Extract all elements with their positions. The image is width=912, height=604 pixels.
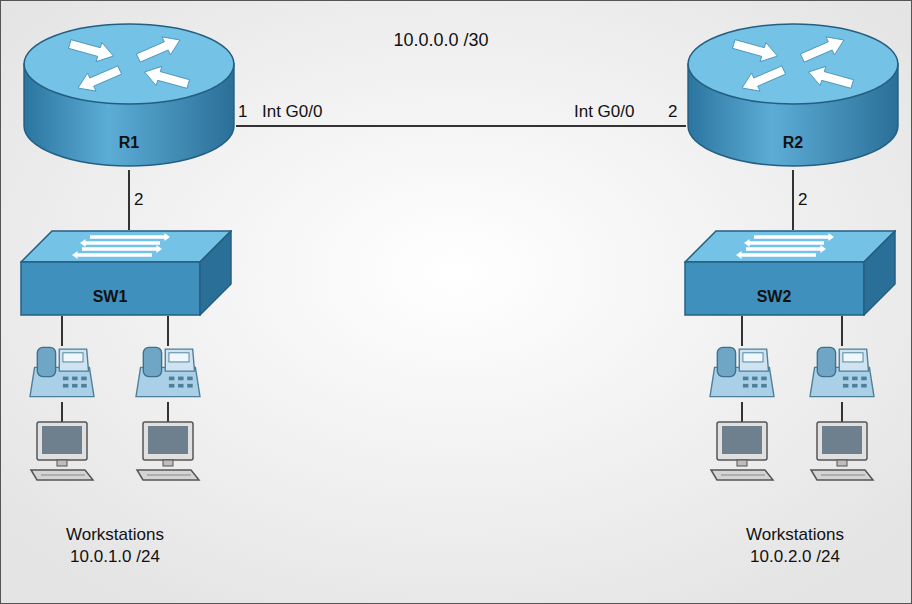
ip-phone-icon: [710, 347, 774, 396]
interface-label: 2: [134, 190, 143, 210]
router-node: R1: [22, 20, 236, 170]
lan-wires: [62, 316, 842, 422]
subnet-label: Workstations 10.0.1.0 /24: [40, 524, 190, 568]
router-node: R2: [686, 20, 900, 170]
subnet-label: Workstations 10.0.2.0 /24: [720, 524, 870, 568]
device-name: SW1: [20, 288, 200, 306]
workstation-icon: [711, 422, 773, 480]
ip-phone-icon: [136, 347, 200, 396]
ip-phone-icon: [810, 347, 874, 396]
network-label: 10.0.0.0 /30: [393, 30, 488, 50]
network-link: [236, 125, 686, 127]
interface-label: Int G0/0: [262, 102, 322, 122]
interface-label: Int G0/0: [574, 102, 634, 122]
interface-label: 2: [798, 190, 807, 210]
workstation-icon: [137, 422, 199, 480]
switch-node: SW2: [684, 230, 896, 316]
device-name: R1: [22, 134, 236, 152]
workstation-icon: [31, 422, 93, 480]
workstation-icon: [811, 422, 873, 480]
device-name: SW2: [684, 288, 864, 306]
interface-label: 2: [668, 102, 677, 122]
network-link: [792, 170, 794, 230]
network-link: [128, 170, 130, 230]
ip-phone-icon: [30, 347, 94, 396]
device-name: R2: [686, 134, 900, 152]
switch-node: SW1: [20, 230, 232, 316]
interface-label: 1: [238, 102, 247, 122]
